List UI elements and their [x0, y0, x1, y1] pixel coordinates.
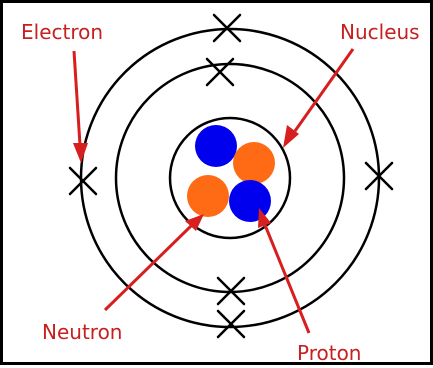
nucleus-boundary [168, 116, 292, 240]
electron-mark-outer-right [364, 161, 394, 191]
atom-diagram: Electron Nucleus Neutron Proton [21, 13, 420, 365]
electron-mark-outer-left [68, 166, 98, 196]
electron-label: Electron [21, 20, 103, 44]
electron-mark-inner-top [205, 57, 235, 87]
nucleus-arrow [283, 48, 355, 148]
electron-mark-outer-bottom [216, 309, 246, 339]
electron-mark-outer-top [212, 13, 242, 43]
electron-arrow [72, 50, 88, 163]
middle-orbit [114, 62, 346, 294]
proton-arrow [258, 208, 311, 334]
proton-label: Proton [297, 341, 361, 365]
electron-mark-inner-bottom [216, 276, 246, 306]
proton-particle [195, 125, 237, 167]
nucleus-label: Nucleus [340, 20, 420, 44]
neutron-particle [187, 175, 229, 217]
neutron-particle [233, 142, 275, 184]
neutron-arrow [103, 214, 204, 312]
neutron-label: Neutron [42, 320, 122, 344]
